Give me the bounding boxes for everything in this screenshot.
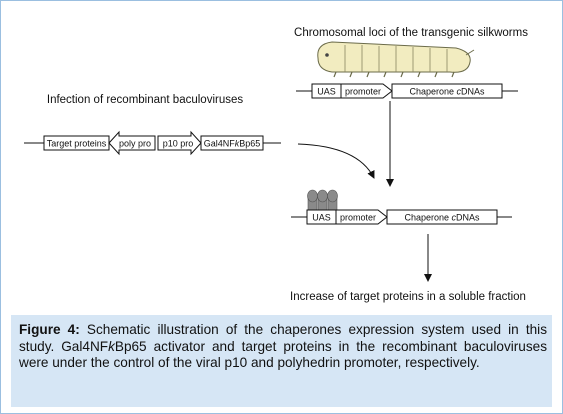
p10-promoter-label: p10 pro	[163, 139, 194, 149]
chaperone-cdna-element	[386, 209, 498, 225]
baculovirus-construct: Target proteins poly pro p10 pro Gal4NFk…	[24, 130, 281, 156]
gal4nfkbp65-label: Gal4NFkBp65	[204, 139, 261, 149]
caption-text-1: Schematic illustration of the chaperones…	[19, 322, 547, 354]
promoter-arrow	[340, 83, 393, 99]
caption-italic-k: k	[108, 338, 115, 354]
top-transgene-construct: UAS promoter Chaperone cDNAs	[296, 83, 518, 99]
target-proteins-label: Target proteins	[47, 139, 107, 149]
silkworm-illustration	[317, 41, 475, 78]
caption-box	[11, 315, 552, 407]
chaperone-cdna-label: Chaperone cDNAs	[409, 87, 485, 97]
bottom-transgene-construct: UAS promoter Chaperone cDNAs	[291, 209, 512, 225]
curved-arrow	[297, 143, 375, 179]
result-text: Increase of target proteins in a soluble…	[290, 291, 526, 303]
chaperone-cdna-label: Chaperone cDNAs	[404, 213, 480, 223]
promoter-arrow	[335, 209, 388, 225]
polyhedrin-promoter-label: poly pro	[119, 139, 151, 149]
p10-promoter-arrow	[157, 130, 202, 156]
infection-title: Infection of recombinant baculoviruses	[47, 94, 243, 106]
chaperone-cdna-element	[391, 83, 503, 99]
gal4nfkbp65-element	[200, 135, 264, 151]
uas-label: UAS	[312, 213, 331, 223]
activator-proteins	[307, 189, 338, 213]
chromosomal-loci-title: Chromosomal loci of the transgenic silkw…	[294, 27, 528, 39]
caption-label: Figure 4:	[19, 322, 80, 337]
promoter-label: promoter	[340, 213, 376, 223]
polyhedrin-promoter-arrow	[108, 130, 156, 156]
caption-text-2: Bp65 activator and target proteins in th…	[19, 338, 547, 371]
promoter-label: promoter	[345, 87, 381, 97]
figure-caption: Figure 4: Schematic illustration of the …	[19, 322, 547, 372]
uas-label: UAS	[317, 87, 336, 97]
